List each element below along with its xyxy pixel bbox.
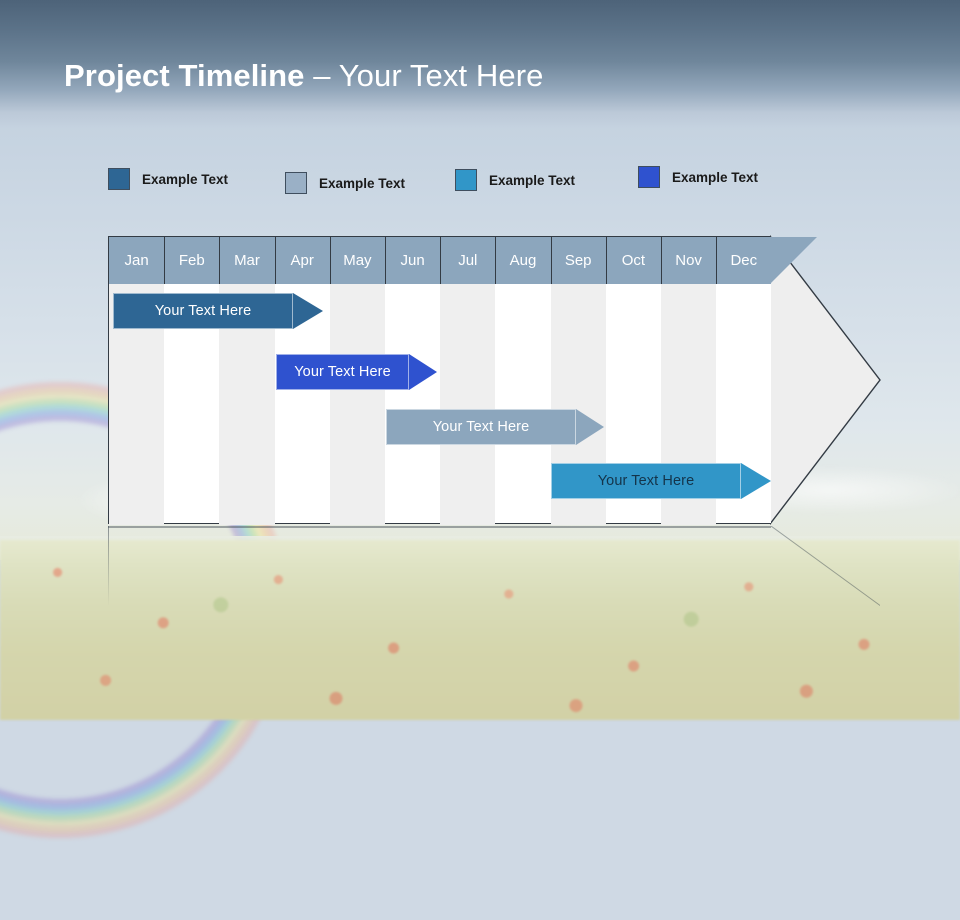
month-header-cell-sep[interactable]: Sep bbox=[550, 237, 606, 284]
month-header-cell-feb[interactable]: Feb bbox=[164, 237, 220, 284]
timeline-bar-label: Your Text Here bbox=[432, 419, 530, 435]
legend-item[interactable]: Example Text bbox=[108, 168, 228, 190]
timeline-bar[interactable]: Your Text Here bbox=[276, 354, 437, 390]
page-title-bold: Project Timeline bbox=[64, 58, 314, 93]
month-header-cell-jul[interactable]: Jul bbox=[440, 237, 496, 284]
legend: Example Text Example Text Example Text Exam… bbox=[108, 166, 848, 196]
legend-item[interactable]: Example Text bbox=[638, 166, 758, 188]
column-stripe bbox=[219, 237, 275, 525]
month-divider bbox=[605, 237, 607, 284]
month-divider bbox=[219, 237, 221, 284]
timeline-bar-arrow-tip bbox=[576, 409, 604, 445]
month-divider bbox=[440, 237, 442, 284]
month-divider bbox=[661, 237, 662, 284]
title-band: Project Timeline – Your Text Here bbox=[0, 0, 960, 128]
month-header-cell-jun[interactable]: Jun bbox=[385, 237, 441, 284]
legend-label: Example Text bbox=[319, 175, 406, 191]
month-header-cell-jan[interactable]: Jan bbox=[109, 237, 165, 284]
chart-arrow-head bbox=[770, 235, 881, 525]
timeline-bar-arrow-tip bbox=[293, 293, 323, 329]
month-divider bbox=[716, 237, 718, 284]
month-header-cap bbox=[770, 237, 818, 284]
legend-item[interactable]: Example Text bbox=[285, 172, 405, 194]
timeline-bar-arrow-tip bbox=[409, 354, 437, 390]
month-header-cell-may[interactable]: May bbox=[329, 237, 385, 284]
timeline-bar[interactable]: Your Text Here bbox=[113, 293, 323, 329]
timeline-bar-arrow-tip bbox=[741, 463, 771, 499]
timeline-bar-body bbox=[386, 409, 576, 445]
month-header-cell-mar[interactable]: Mar bbox=[219, 237, 275, 284]
background-flower-field bbox=[0, 540, 960, 720]
month-divider bbox=[329, 237, 331, 284]
month-divider bbox=[164, 237, 166, 284]
column-stripe bbox=[440, 237, 496, 525]
timeline-bar-label: Your Text Here bbox=[597, 473, 695, 489]
timeline-bar-body bbox=[113, 293, 293, 329]
month-header-cell-dec[interactable]: Dec bbox=[716, 237, 772, 284]
month-header-cell-aug[interactable]: Aug bbox=[495, 237, 551, 284]
legend-swatch bbox=[108, 168, 130, 190]
month-header-cell-apr[interactable]: Apr bbox=[274, 237, 330, 284]
month-divider bbox=[385, 237, 386, 284]
legend-item[interactable]: Example Text bbox=[455, 169, 575, 191]
timeline-bar-label: Your Text Here bbox=[154, 303, 252, 319]
timeline-bar-label: Your Text Here bbox=[294, 364, 391, 380]
timeline-bar-body bbox=[551, 463, 741, 499]
month-divider bbox=[495, 237, 497, 284]
timeline-bar[interactable]: Your Text Here bbox=[551, 463, 771, 499]
page-title: Project Timeline – Your Text Here bbox=[64, 58, 543, 94]
legend-swatch bbox=[285, 172, 307, 194]
month-header-cell-nov[interactable]: Nov bbox=[661, 237, 717, 284]
legend-swatch bbox=[455, 169, 477, 191]
month-header-cap-triangle bbox=[770, 237, 817, 284]
legend-label: Example Text bbox=[142, 171, 229, 187]
month-divider bbox=[550, 237, 552, 284]
timeline-bar[interactable]: Your Text Here bbox=[386, 409, 604, 445]
legend-label: Example Text bbox=[489, 172, 576, 188]
timeline-bar-body bbox=[276, 354, 409, 390]
month-divider bbox=[274, 237, 276, 284]
legend-swatch bbox=[638, 166, 660, 188]
month-header-cell-oct[interactable]: Oct bbox=[605, 237, 661, 284]
legend-label: Example Text bbox=[672, 169, 759, 185]
column-stripe bbox=[109, 237, 165, 525]
page-title-light: – Your Text Here bbox=[313, 58, 544, 93]
